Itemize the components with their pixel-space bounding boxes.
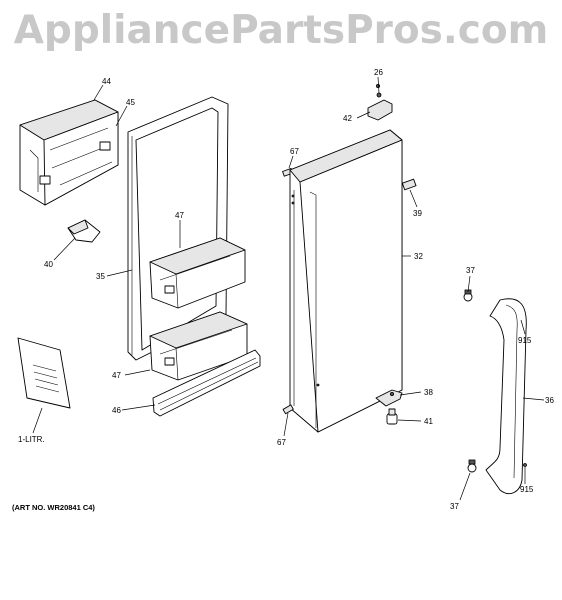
callout-1-litr: 1-LITR. xyxy=(18,435,45,444)
part-door-handle xyxy=(485,298,527,494)
part-door-assembly xyxy=(289,129,403,433)
callout-26: 26 xyxy=(374,68,383,77)
callout-37-upper: 37 xyxy=(466,266,475,275)
part-915-lower xyxy=(523,463,527,467)
part-door-shelf-upper xyxy=(149,237,246,309)
part-literature xyxy=(17,337,71,409)
callout-67-lower: 67 xyxy=(277,438,286,447)
leader-lines xyxy=(32,76,545,501)
callout-40: 40 xyxy=(44,260,53,269)
callout-38: 38 xyxy=(424,388,433,397)
callout-47-upper: 47 xyxy=(175,211,184,220)
callout-915-lower: 915 xyxy=(520,485,534,494)
callout-67-upper: 67 xyxy=(290,147,299,156)
callout-41: 41 xyxy=(424,417,433,426)
callout-44: 44 xyxy=(102,77,111,86)
art-number: (ART NO. WR20841 C4) xyxy=(12,503,95,512)
watermark-logo: AppliancePartsPros.com xyxy=(13,8,549,53)
callout-37-lower: 37 xyxy=(450,502,459,511)
part-lower-hinge xyxy=(375,389,403,407)
callout-36: 36 xyxy=(545,396,554,405)
callout-39: 39 xyxy=(413,209,422,218)
part-door-shelf-lower xyxy=(149,311,248,381)
part-hinge xyxy=(367,84,393,121)
part-bracket xyxy=(401,178,417,191)
callout-46: 46 xyxy=(112,406,121,415)
callout-42: 42 xyxy=(343,114,352,123)
part-clip xyxy=(67,219,101,243)
part-shelf-rail xyxy=(152,349,261,417)
callout-47-lower: 47 xyxy=(112,371,121,380)
callout-32: 32 xyxy=(414,252,423,261)
part-dairy-bin xyxy=(19,99,119,206)
callout-915-upper: 915 xyxy=(518,336,532,345)
callout-45: 45 xyxy=(126,98,135,107)
callout-35: 35 xyxy=(96,272,105,281)
part-pin-lower xyxy=(282,404,294,415)
part-screw-lower xyxy=(467,459,477,473)
part-cap xyxy=(386,408,398,425)
